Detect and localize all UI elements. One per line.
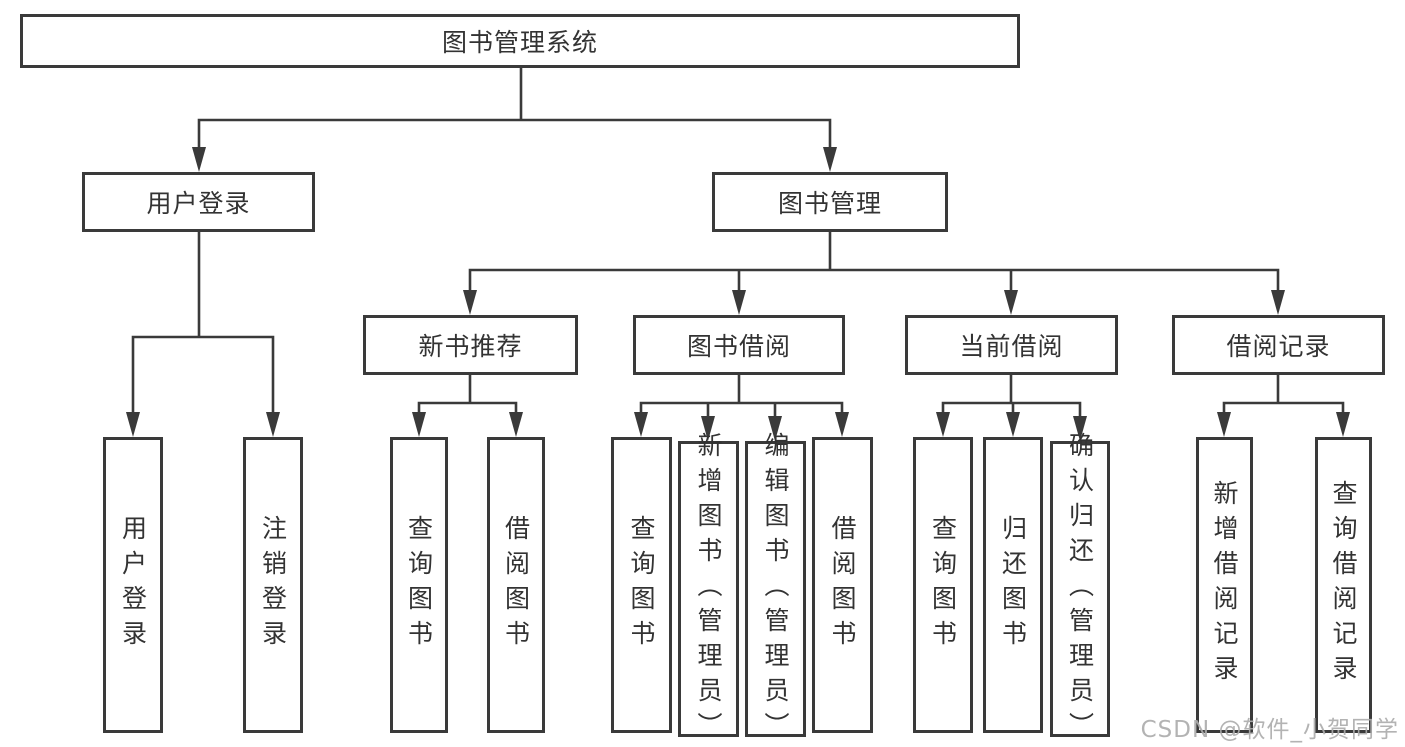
arrowhead-icon <box>192 147 206 172</box>
node-current-borrowing: 当前借阅 <box>905 315 1118 375</box>
arrowhead-icon <box>1006 412 1020 437</box>
arrowhead-icon <box>126 412 140 437</box>
arrowhead-icon <box>1217 412 1231 437</box>
leaf-add-books-admin-label: 新增图书（管理员） <box>694 431 723 747</box>
leaf-query-books-current-label: 查询图书 <box>928 515 958 655</box>
leaf-return-books: 归还图书 <box>983 437 1043 733</box>
leaf-borrow-books: 借阅图书 <box>812 437 873 733</box>
leaf-user-login-label: 用户登录 <box>118 515 148 655</box>
node-user-login: 用户登录 <box>82 172 315 232</box>
arrowhead-icon <box>835 412 849 437</box>
leaf-borrow-books-recommend: 借阅图书 <box>487 437 545 733</box>
leaf-add-books-admin: 新增图书（管理员） <box>678 432 739 747</box>
leaf-query-books-recommend-label: 查询图书 <box>404 515 434 655</box>
leaf-query-books-borrowing: 查询图书 <box>611 437 672 733</box>
node-book-borrowing: 图书借阅 <box>633 315 845 375</box>
arrowhead-icon <box>509 412 523 437</box>
connector-user-login <box>131 230 275 431</box>
connector-current-borrowing <box>941 373 1082 435</box>
node-library-management-system: 图书管理系统 <box>20 14 1020 68</box>
leaf-edit-books-admin: 编辑图书（管理员） <box>745 432 806 747</box>
leaf-user-login: 用户登录 <box>103 437 163 733</box>
leaf-add-borrow-record-label: 新增借阅记录 <box>1210 480 1239 690</box>
arrowhead-icon <box>1004 290 1018 315</box>
arrowhead-icon <box>732 290 746 315</box>
arrowhead-icon <box>266 412 280 437</box>
leaf-query-books-current: 查询图书 <box>913 437 973 733</box>
connector-book-management <box>468 230 1280 309</box>
leaf-return-books-label: 归还图书 <box>998 515 1028 655</box>
leaf-query-borrow-record: 查询借阅记录 <box>1315 437 1372 733</box>
node-new-book-recommendation: 新书推荐 <box>363 315 578 375</box>
leaf-borrow-books-label: 借阅图书 <box>828 515 857 655</box>
connector-borrowing-records <box>1222 373 1345 431</box>
leaf-logout-label: 注销登录 <box>258 515 288 655</box>
connector-new-book-recommendation <box>417 373 518 431</box>
arrowhead-icon <box>463 290 477 315</box>
arrowhead-icon <box>1271 290 1285 315</box>
arrowhead-icon <box>634 412 648 437</box>
leaf-borrow-books-recommend-label: 借阅图书 <box>501 515 531 655</box>
arrowhead-icon <box>1336 412 1350 437</box>
arrowhead-icon <box>936 412 950 437</box>
leaf-query-borrow-record-label: 查询借阅记录 <box>1329 480 1358 690</box>
connector-book-borrowing <box>639 373 844 435</box>
leaf-edit-books-admin-label: 编辑图书（管理员） <box>761 431 790 747</box>
leaf-logout: 注销登录 <box>243 437 303 733</box>
leaf-confirm-return-admin-label: 确认归还（管理员） <box>1065 431 1095 747</box>
leaf-query-books-recommend: 查询图书 <box>390 437 448 733</box>
node-book-management: 图书管理 <box>712 172 948 232</box>
arrowhead-icon <box>412 412 426 437</box>
leaf-add-borrow-record: 新增借阅记录 <box>1196 437 1253 733</box>
connector-root <box>197 66 832 166</box>
arrowhead-icon <box>823 147 837 172</box>
leaf-confirm-return-admin: 确认归还（管理员） <box>1050 432 1110 747</box>
leaf-query-books-borrowing-label: 查询图书 <box>627 515 656 655</box>
node-borrowing-records: 借阅记录 <box>1172 315 1385 375</box>
